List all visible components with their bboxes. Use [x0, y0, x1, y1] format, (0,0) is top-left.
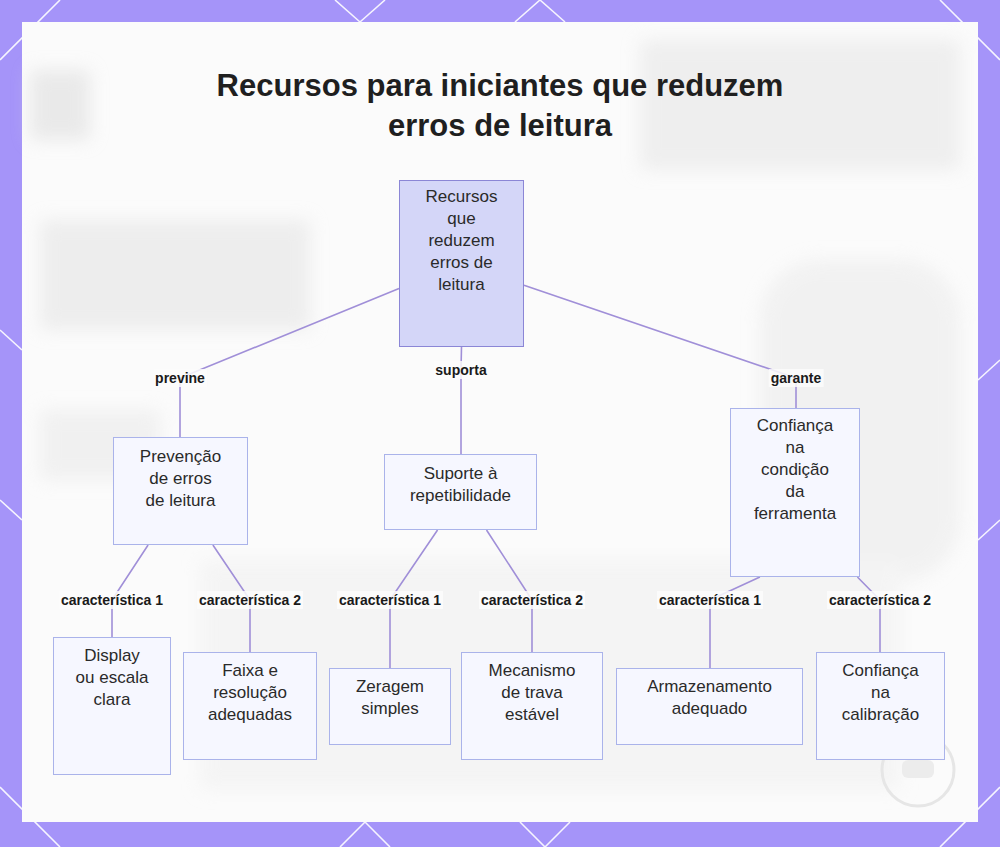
edge-label: garante — [769, 369, 824, 387]
edge-label: característica 2 — [827, 591, 933, 609]
concept-box: Mecanismo de trava estável — [461, 652, 603, 760]
edge-label: característica 2 — [479, 591, 585, 609]
box-text: Faixa e resolução adequadas — [196, 660, 304, 726]
box-text: Display ou escala clara — [75, 645, 149, 711]
edge-label: característica 1 — [657, 591, 763, 609]
box-text: Confiança na condição da ferramenta — [752, 415, 838, 525]
box-text: Zeragem simples — [341, 676, 439, 720]
blurred-photo — [30, 40, 960, 790]
concept-box: Zeragem simples — [329, 668, 451, 745]
edge-label: previne — [153, 369, 207, 387]
edge-label: característica 1 — [337, 591, 443, 609]
box-text: Prevenção de erros de leitura — [140, 446, 222, 512]
concept-box: Confiança na calibração — [816, 652, 945, 760]
concept-box: Faixa e resolução adequadas — [183, 652, 317, 760]
box-text: Armazenamento adequado — [631, 676, 789, 720]
inner-panel — [22, 22, 978, 822]
diagram-title: Recursos para iniciantes que reduzem err… — [180, 66, 820, 146]
edge-label: característica 2 — [197, 591, 303, 609]
box-text: Confiança na calibração — [834, 660, 928, 726]
corner-logo-mark — [902, 760, 934, 778]
connector-line — [180, 289, 399, 437]
box-text: Mecanismo de trava estável — [483, 660, 581, 726]
box-text: Suporte à repetibilidade — [402, 463, 520, 507]
concept-box: Prevenção de erros de leitura — [113, 437, 248, 545]
root-box: Recursos que reduzem erros de leitura — [399, 180, 524, 347]
concept-box: Display ou escala clara — [53, 637, 171, 775]
connector-line — [524, 285, 796, 408]
box-text: Recursos que reduzem erros de leitura — [418, 186, 506, 296]
concept-box: Armazenamento adequado — [616, 668, 803, 745]
edge-label: suporta — [433, 361, 488, 379]
connector-line — [857, 577, 880, 652]
concept-box: Confiança na condição da ferramenta — [730, 408, 860, 577]
edge-label: característica 1 — [59, 591, 165, 609]
concept-box: Suporte à repetibilidade — [384, 454, 537, 530]
